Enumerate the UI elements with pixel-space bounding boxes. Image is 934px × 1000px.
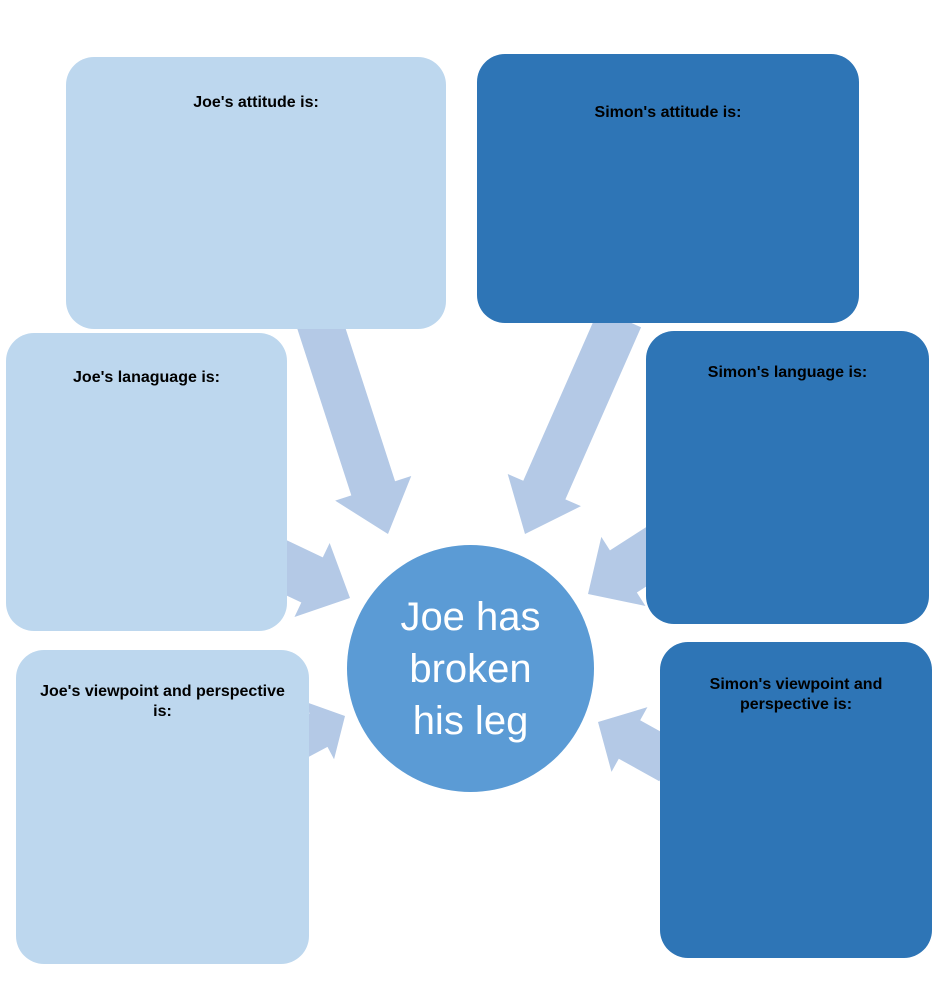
joe-language-box: Joe's lanaguage is: xyxy=(6,333,287,631)
joe-attitude-box: Joe's attitude is: xyxy=(66,57,446,329)
simon-language-box: Simon's language is: xyxy=(646,331,929,624)
simon-viewpoint-label: Simon's viewpoint and perspective is: xyxy=(709,676,883,713)
joe-attitude-label: Joe's attitude is: xyxy=(193,94,319,111)
joe-viewpoint-label: Joe's viewpoint and perspective is: xyxy=(40,683,285,720)
arrow-joe-attitude-icon xyxy=(296,310,412,534)
simon-language-label: Simon's language is: xyxy=(707,364,868,381)
central-topic-text: Joe has broken his leg xyxy=(400,594,541,743)
arrow-simon-attitude-icon xyxy=(507,308,642,534)
simon-viewpoint-box: Simon's viewpoint and perspective is: xyxy=(660,642,932,958)
joe-language-label: Joe's lanaguage is: xyxy=(73,369,220,386)
joe-viewpoint-box: Joe's viewpoint and perspective is: xyxy=(16,650,309,964)
simon-attitude-label: Simon's attitude is: xyxy=(594,104,742,121)
central-topic-circle: Joe has broken his leg xyxy=(347,545,594,792)
simon-attitude-box: Simon's attitude is: xyxy=(477,54,859,323)
